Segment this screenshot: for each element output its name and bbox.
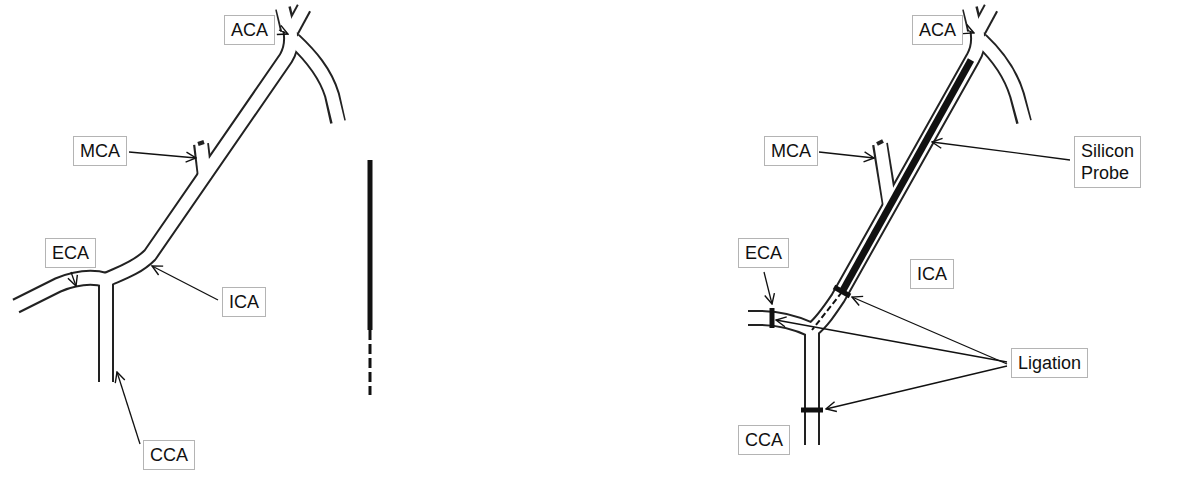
label-box: MCA: [73, 136, 127, 166]
label-box: MCA: [764, 136, 818, 166]
right-vessels: [746, 6, 1025, 447]
silicon-probe: [842, 60, 971, 292]
label-box: ECA: [738, 238, 789, 268]
label-text: ACA: [231, 19, 268, 41]
label-text: Ligation: [1018, 352, 1081, 374]
label-text: ACA: [919, 19, 956, 41]
label-box: ICA: [910, 259, 954, 289]
ligation-marks: [772, 287, 850, 410]
label-text: ICA: [917, 263, 947, 285]
label-box: ACA: [224, 15, 275, 45]
label-text: MCA: [80, 140, 120, 162]
label-box: CCA: [143, 440, 195, 470]
left-vessels: [14, 6, 339, 384]
label-text: MCA: [771, 140, 811, 162]
loose-probe: [370, 160, 371, 395]
left-leaders: [71, 30, 288, 444]
label-box: ACA: [912, 15, 963, 45]
label-text: ECA: [52, 242, 89, 264]
label-text: ECA: [745, 242, 782, 264]
label-text: Silicon Probe: [1081, 140, 1134, 184]
label-box: Ligation: [1011, 348, 1088, 378]
label-text: CCA: [745, 429, 783, 451]
label-text: CCA: [150, 444, 188, 466]
label-box: CCA: [738, 425, 790, 455]
label-box: ECA: [45, 238, 96, 268]
label-box: ICA: [222, 287, 266, 317]
label-box: Silicon Probe: [1074, 136, 1141, 188]
label-text: ICA: [229, 291, 259, 313]
probe-tail: [812, 292, 842, 330]
